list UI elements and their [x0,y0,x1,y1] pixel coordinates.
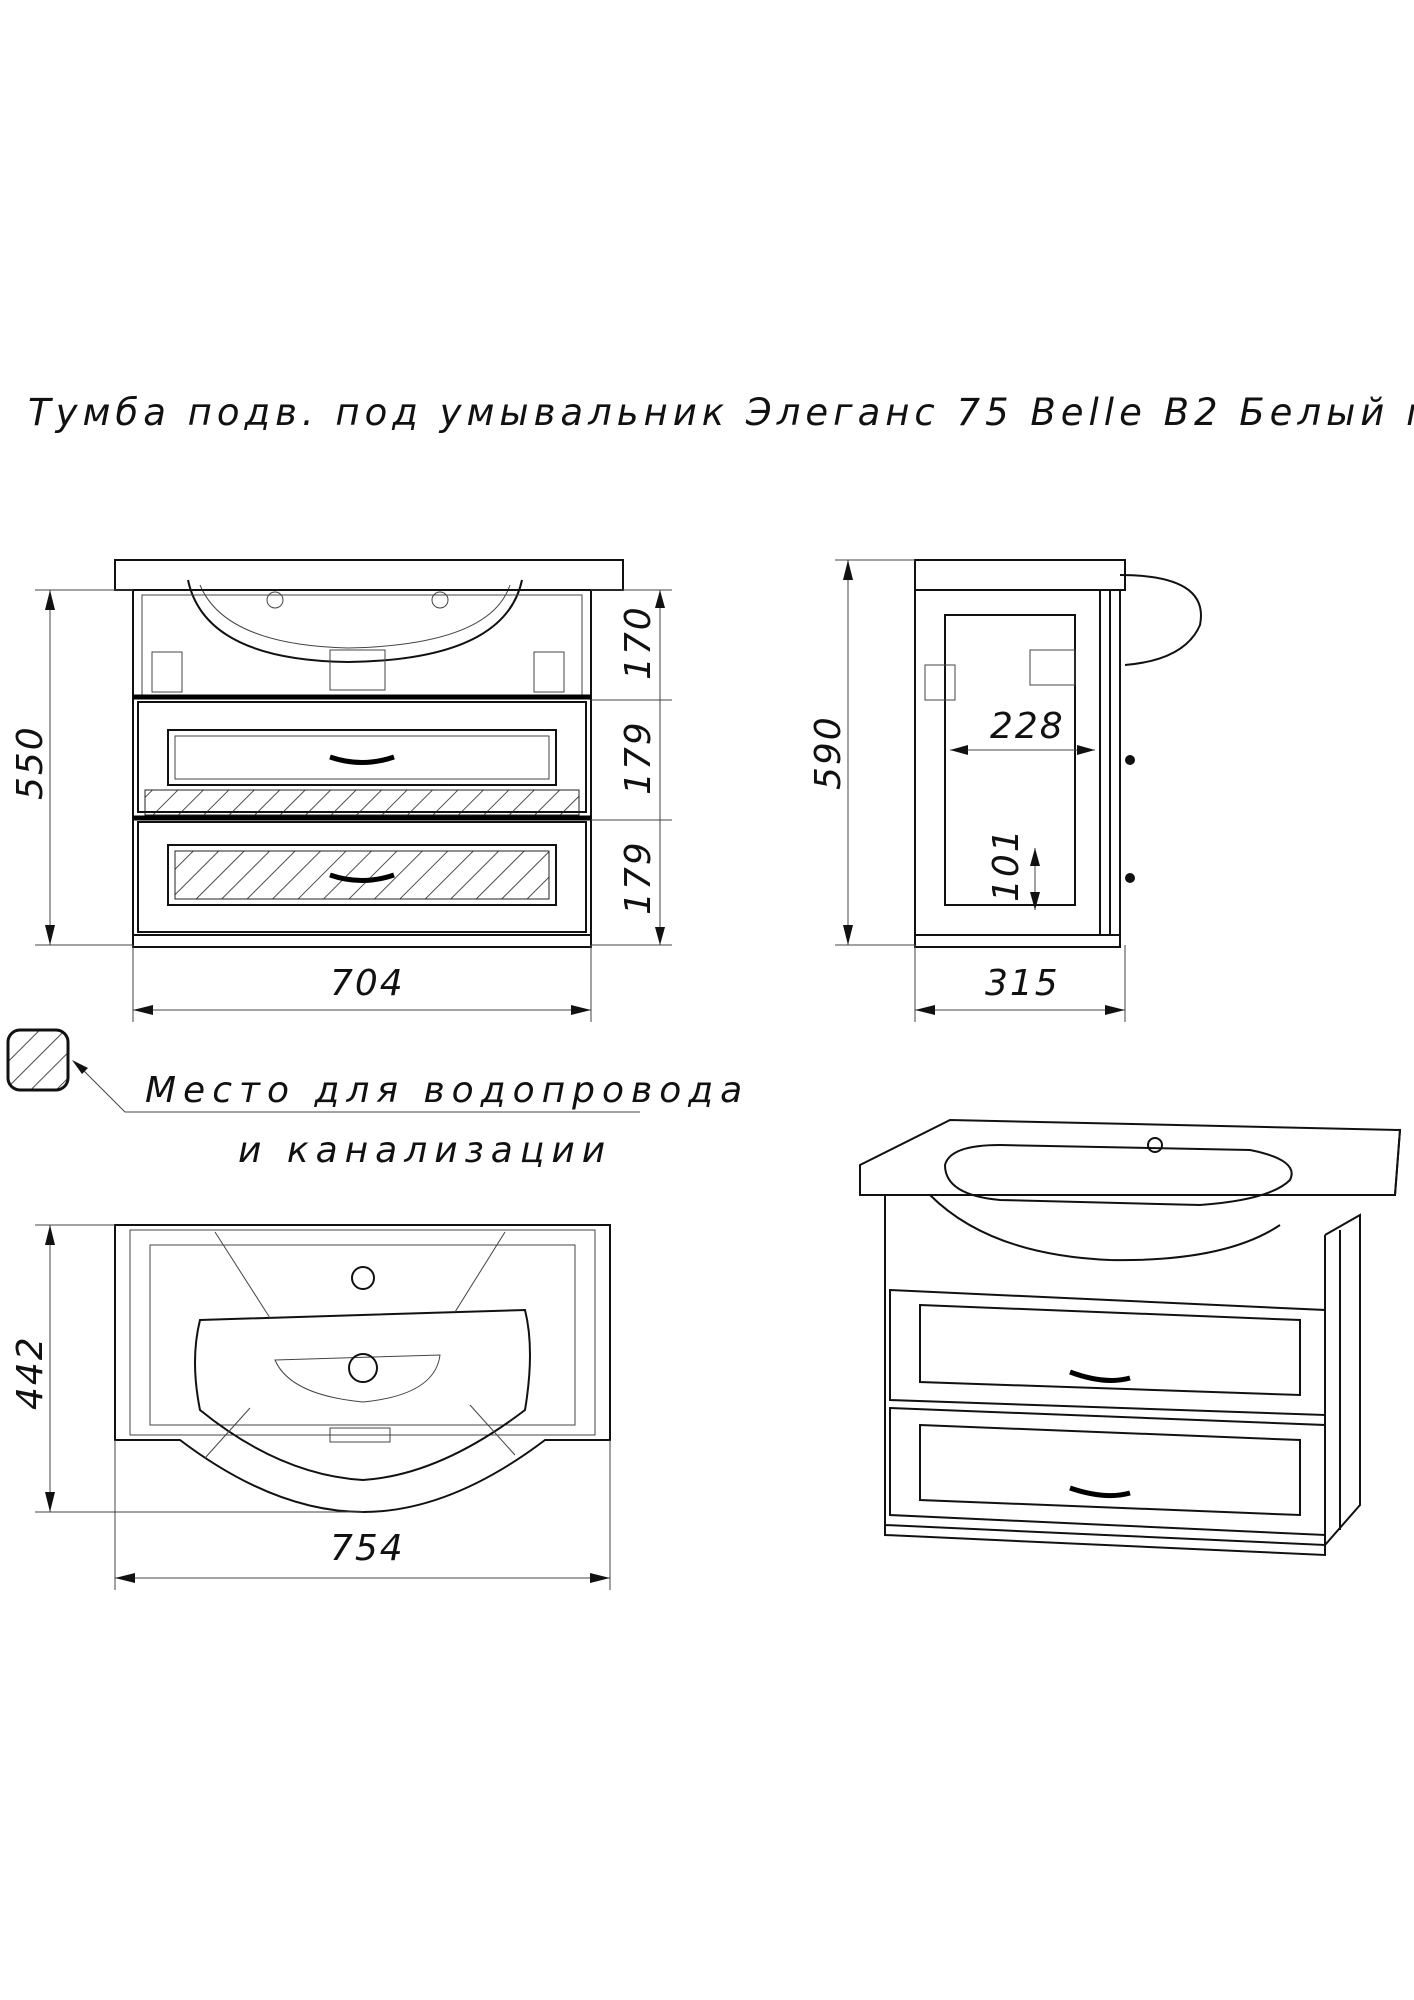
top-basin-bowl [194,1308,531,1482]
side-basin-bowl [1119,574,1202,666]
side-height: 590 [808,715,849,790]
drawer-1-handle [329,754,395,765]
front-basin-slab [114,559,624,591]
legend: Место для водопровода и канализации [6,1028,749,1171]
legend-line-2: и канализации [238,1130,612,1171]
iso-drawer-2-handle [1069,1485,1131,1499]
front-height-top: 170 [618,605,659,680]
drawing-title: Тумба подв. под умывальник Элеганс 75 Be… [28,391,1414,434]
iso-cabinet-front [884,1195,1326,1547]
side-handle-1 [1125,755,1135,765]
side-basin-slab [914,559,1126,591]
top-drain-hole [348,1353,378,1383]
top-view: 442 754 [10,1224,611,1590]
isometric-view [859,1118,1402,1557]
side-view: 228 101 590 315 [808,559,1202,1022]
iso-countertop [859,1118,1402,1197]
front-basin-bowl [187,579,523,664]
top-outline [114,1224,611,1514]
legend-line-1: Место для водопровода [145,1070,749,1111]
side-inner-height: 101 [986,827,1027,902]
front-width: 704 [330,963,405,1004]
front-view: 550 170 179 179 704 [10,559,672,1022]
front-drawer-2 [137,821,587,933]
front-height-total: 550 [10,725,51,800]
iso-drawer-2 [889,1406,1326,1537]
side-inner-depth: 228 [990,706,1065,747]
top-faucet-hole [351,1266,375,1290]
side-handle-2 [1125,873,1135,883]
iso-drawer-1-handle [1069,1369,1131,1383]
side-depth: 315 [985,963,1060,1004]
front-height-drawer-2: 179 [618,840,659,915]
legend-hatch-swatch [6,1028,70,1092]
iso-drawer-1 [889,1288,1326,1417]
iso-basin [943,1143,1293,1207]
top-width: 754 [330,1528,405,1569]
drawer-2-handle [329,872,395,883]
front-height-drawer-1: 179 [618,720,659,795]
top-depth: 442 [10,1335,51,1410]
